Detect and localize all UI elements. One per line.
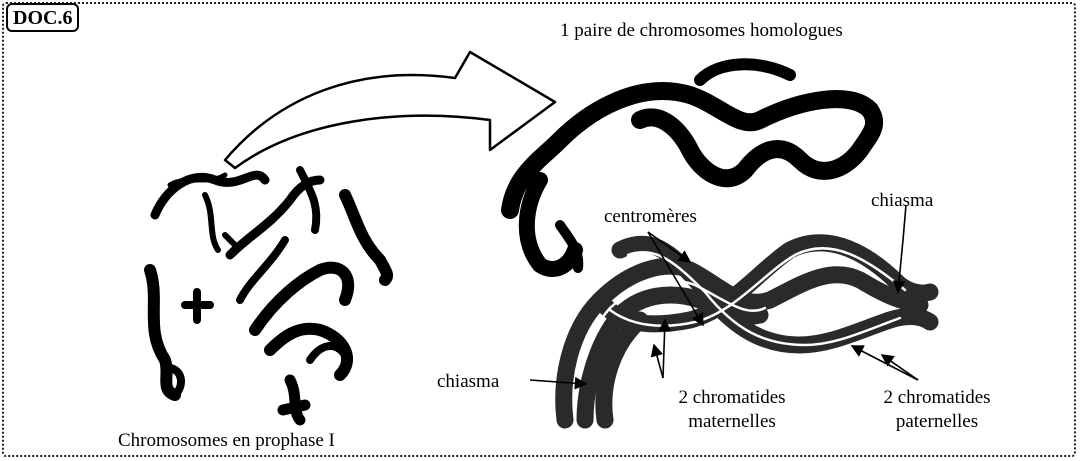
label-paternal-2: paternelles (862, 411, 1012, 433)
label-chiasma-top: chiasma (871, 190, 933, 212)
curved-arrow (225, 52, 555, 168)
label-maternal-2: maternelles (657, 411, 807, 433)
pair-title: 1 paire de chromosomes homologues (560, 20, 843, 42)
label-paternal-1: 2 chromatides (862, 387, 1012, 409)
label-centromeres: centromères (604, 206, 697, 228)
label-maternal-1: 2 chromatides (657, 387, 807, 409)
label-chiasma-left: chiasma (437, 371, 499, 393)
prophase-chromosomes (150, 170, 387, 420)
label-prophase: Chromosomes en prophase I (118, 430, 335, 452)
